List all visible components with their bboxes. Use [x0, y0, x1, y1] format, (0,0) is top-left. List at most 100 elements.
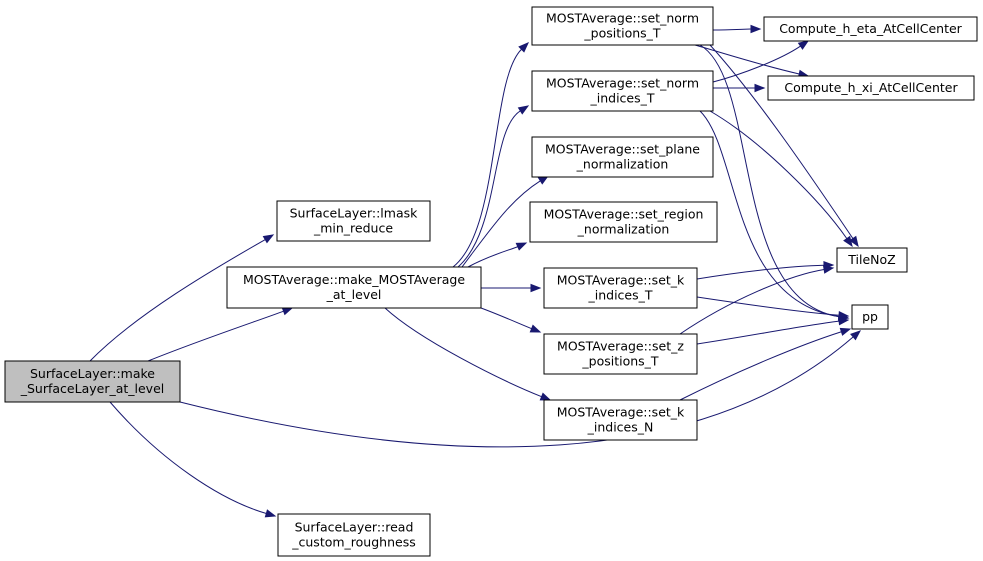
edge-line — [699, 110, 840, 318]
node-label-line: TileNoZ — [847, 252, 895, 267]
edge-line — [694, 44, 800, 75]
edge-line — [709, 110, 848, 239]
edge-line — [709, 44, 854, 239]
edge-line — [457, 110, 521, 268]
edge-make_most-to-set_region — [467, 242, 528, 268]
node-lmask[interactable]: SurfaceLayer::lmask_min_reduce — [276, 200, 431, 242]
edge-set_norm_pos-to-h_eta — [712, 24, 762, 34]
node-box — [763, 16, 978, 42]
arrowhead — [530, 283, 542, 293]
node-set-z-T[interactable]: MOSTAverage::set_z_positions_T — [543, 333, 698, 375]
edge-root-to-pp — [179, 330, 862, 448]
node-box — [276, 200, 431, 242]
edge-line — [696, 296, 840, 316]
edge-line — [467, 246, 518, 268]
node-tilenoz[interactable]: TileNoZ — [836, 247, 908, 273]
edge-set_norm_ind-to-h_xi — [712, 83, 766, 93]
arrowhead — [515, 242, 528, 251]
node-set-k-N[interactable]: MOSTAverage::set_k_indices_N — [543, 399, 698, 441]
edge-set_k_T-to-pp — [696, 296, 850, 320]
node-label-line: _normalization — [576, 157, 669, 172]
node-label-line: MOSTAverage::make_MOSTAverage — [243, 272, 465, 287]
node-h-eta[interactable]: Compute_h_eta_AtCellCenter — [763, 16, 978, 42]
node-label-line: _positions_T — [581, 354, 659, 369]
node-set-norm-pos[interactable]: MOSTAverage::set_norm_positions_T — [531, 6, 714, 46]
arrowhead — [281, 307, 294, 316]
edge-line — [109, 401, 267, 514]
arrowhead — [850, 330, 862, 341]
node-label-line: SurfaceLayer::lmask — [290, 206, 418, 221]
edge-set_norm_ind-to-pp — [699, 110, 850, 321]
edge-line — [147, 310, 284, 362]
node-pp[interactable]: pp — [851, 304, 889, 330]
node-label-line: MOSTAverage::set_k — [557, 273, 685, 288]
arrowhead — [838, 316, 850, 326]
edge-make_most-to-set_norm_pos — [452, 42, 529, 268]
node-label-line: SurfaceLayer::read — [295, 520, 414, 535]
node-label-line: _custom_roughness — [291, 535, 415, 550]
node-h-xi[interactable]: Compute_h_xi_AtCellCenter — [767, 75, 975, 101]
edge-root-to-lmask — [89, 234, 275, 362]
node-set-region[interactable]: MOSTAverage::set_region_normalization — [529, 201, 718, 243]
node-make-most[interactable]: MOSTAverage::make_MOSTAverage_at_level — [226, 266, 482, 309]
edge-set_z_T-to-pp — [696, 316, 850, 345]
edge-set_norm_ind-to-h_eta — [712, 40, 810, 83]
node-box — [226, 266, 482, 309]
node-box — [851, 304, 889, 330]
node-label-line: _positions_T — [583, 26, 661, 41]
node-read-rough[interactable]: SurfaceLayer::read_custom_roughness — [277, 513, 431, 557]
node-box — [543, 399, 698, 441]
edge-line — [461, 180, 541, 268]
edge-line — [679, 268, 825, 335]
node-label-line: _min_reduce — [313, 221, 393, 236]
edge-root-to-read_rough — [109, 401, 277, 518]
edge-set_z_T-to-tilenoz — [679, 265, 835, 335]
node-label-line: Compute_h_xi_AtCellCenter — [784, 80, 958, 95]
arrowhead — [750, 24, 762, 34]
node-box — [531, 70, 714, 112]
node-box — [531, 6, 714, 46]
arrowhead — [822, 265, 835, 274]
edge-set_k_T-to-tilenoz — [696, 260, 835, 280]
node-box — [543, 333, 698, 375]
node-label-line: _indices_T — [587, 288, 652, 303]
node-set-norm-ind[interactable]: MOSTAverage::set_norm_indices_T — [531, 70, 714, 112]
node-label-line: MOSTAverage::set_norm — [546, 76, 699, 91]
edge-make_most-to-set_k_T — [481, 283, 542, 293]
arrowhead — [839, 327, 852, 336]
arrowhead — [517, 105, 530, 115]
node-root[interactable]: SurfaceLayer::make_SurfaceLayer_at_level — [4, 360, 181, 403]
node-label-line: _SurfaceLayer_at_level — [20, 381, 165, 396]
edge-line — [480, 307, 532, 330]
edge-set_norm_pos-to-tilenoz — [709, 44, 859, 248]
node-label-line: MOSTAverage::set_k — [557, 405, 685, 420]
edge-line — [452, 48, 522, 268]
node-set-plane[interactable]: MOSTAverage::set_plane_normalization — [531, 136, 714, 178]
edge-line — [679, 331, 842, 401]
edge-line — [696, 264, 825, 280]
node-box — [531, 136, 714, 178]
edge-make_most-to-set_k_N — [384, 307, 552, 401]
node-label-line: _normalization — [577, 222, 670, 237]
edge-set_k_N-to-pp — [679, 327, 852, 401]
arrowhead — [264, 509, 277, 518]
edge-make_most-to-set_z_T — [480, 307, 542, 333]
node-label-line: pp — [862, 309, 878, 324]
arrowhead — [529, 324, 542, 333]
node-set-k-T[interactable]: MOSTAverage::set_k_indices_T — [543, 267, 698, 309]
arrowhead — [518, 42, 529, 53]
edge-line — [89, 239, 266, 362]
node-box — [277, 513, 431, 557]
edge-set_norm_ind-to-tilenoz — [709, 110, 853, 248]
arrowhead — [797, 40, 810, 50]
arrowhead — [754, 83, 766, 93]
edge-line — [179, 336, 854, 448]
arrowhead — [262, 234, 275, 244]
edge-line — [384, 307, 542, 398]
node-label-line: MOSTAverage::set_z — [557, 339, 684, 354]
node-label-line: MOSTAverage::set_plane — [545, 142, 700, 157]
edge-line — [696, 320, 840, 345]
edge-make_most-to-set_norm_ind — [457, 105, 530, 268]
node-box — [4, 360, 181, 403]
